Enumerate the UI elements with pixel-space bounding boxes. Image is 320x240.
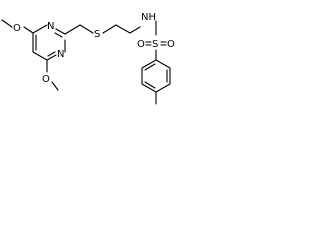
structure-diagram: O N N O S NH S O O bbox=[1, 12, 175, 105]
bond-s-ch2 bbox=[102, 24, 117, 34]
bond-benz-6 bbox=[141, 59, 157, 69]
bond-ch2-s bbox=[79, 24, 94, 34]
bond-c2-ch2 bbox=[64, 24, 81, 35]
atom-n-ring-top: N bbox=[47, 21, 54, 32]
atom-n-ring-bottom: N bbox=[57, 49, 64, 60]
atom-nh: NH bbox=[141, 12, 156, 23]
bond-benz-6-double bbox=[144, 63, 156, 71]
bond-benz-4 bbox=[141, 83, 157, 93]
bond-ring-n-top-c4 bbox=[32, 24, 48, 34]
atom-o-bottom: O bbox=[42, 74, 50, 85]
atom-o-top: O bbox=[13, 23, 21, 34]
atom-labels: O N N O S NH S O O bbox=[13, 12, 175, 85]
bond-benz-4-double bbox=[144, 81, 156, 89]
bond-o-bottom-methyl bbox=[51, 81, 59, 91]
bond-ring-c2-n-top-double bbox=[54, 32, 63, 38]
atom-s-sulfonyl: S bbox=[152, 39, 158, 50]
bond-ring-c2-n-top bbox=[55, 28, 66, 35]
bond-ch2-ch2 bbox=[115, 24, 131, 34]
atom-o-sulfonyl-left: O bbox=[137, 39, 145, 50]
bond-benz-3 bbox=[155, 83, 171, 93]
atom-s-thioether: S bbox=[94, 29, 100, 40]
bond-ring-c6-n-bottom-double bbox=[47, 51, 56, 57]
bonds bbox=[1, 19, 171, 105]
bond-methyl-o-top bbox=[1, 19, 13, 28]
bond-benz-1 bbox=[155, 59, 171, 69]
bond-o-top-c bbox=[23, 26, 34, 34]
atom-o-sulfonyl-right: O bbox=[167, 39, 175, 50]
bond-ch2-nh bbox=[129, 26, 141, 34]
bond-ring-c5-c6 bbox=[32, 51, 48, 61]
bond-ring-c6-n-bottom bbox=[46, 54, 57, 61]
